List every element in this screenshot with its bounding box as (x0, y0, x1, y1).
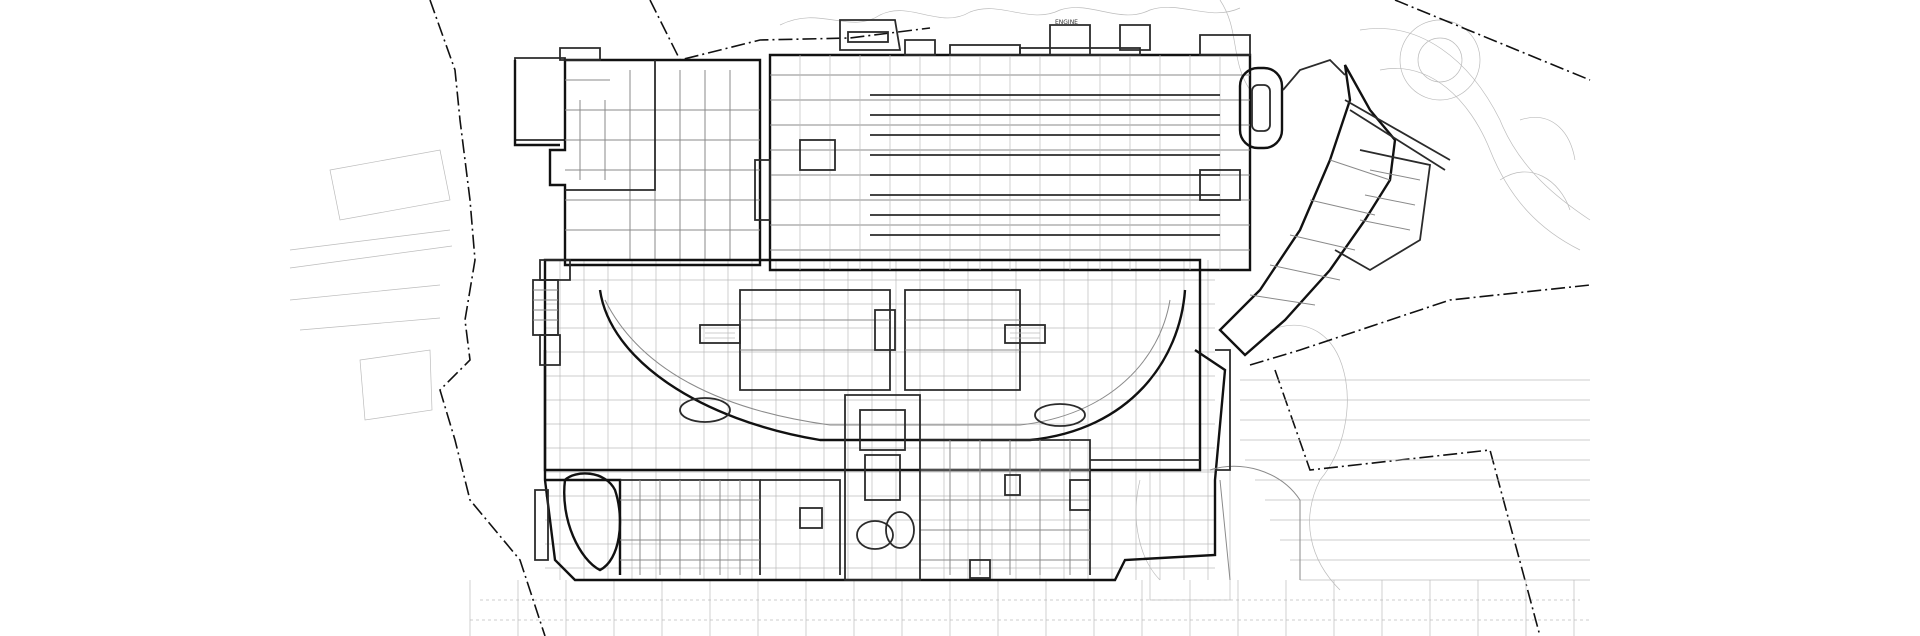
structural-grid (469, 260, 1575, 636)
lower-right-plaza (1209, 349, 1301, 581)
ramp-oval (1238, 58, 1346, 150)
upper-left-block (514, 47, 762, 267)
top-annex-label: ENGINE (1055, 19, 1078, 26)
central-crescent-block (543, 258, 1202, 472)
parking-stripes (1240, 379, 1590, 581)
anchor-store-block: ENGINE (754, 19, 1252, 272)
outer-grid-lines (469, 580, 1575, 636)
right-curved-wing (1218, 64, 1451, 357)
left-loading-dock (513, 60, 571, 366)
lower-podium (534, 349, 1227, 582)
site-context (289, 0, 1591, 621)
